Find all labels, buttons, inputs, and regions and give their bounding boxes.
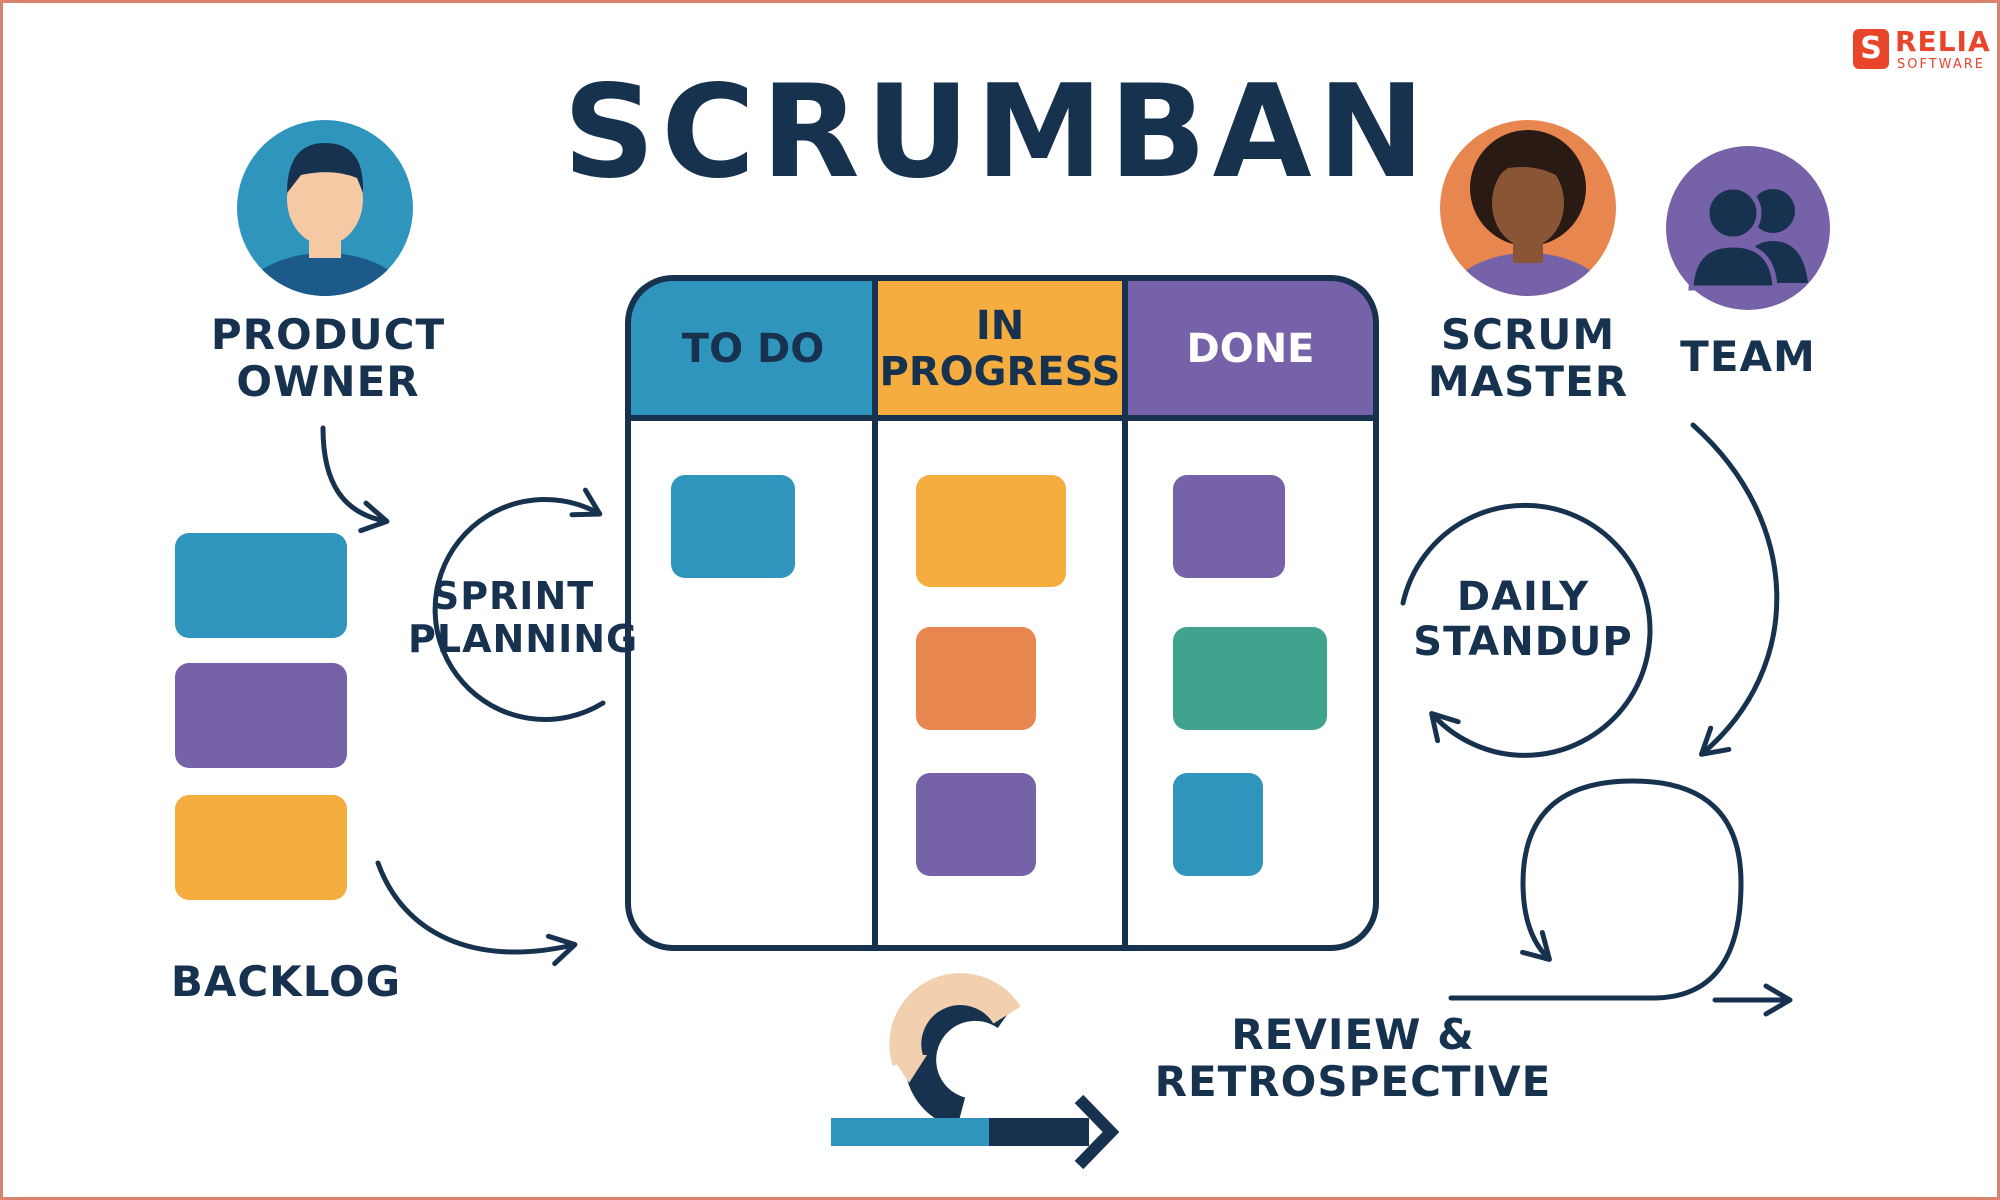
task-card bbox=[1173, 627, 1327, 730]
diagram-title: SCRUMBAN bbox=[563, 58, 1431, 207]
team-label: TEAM bbox=[1680, 332, 1816, 381]
logo-name: RELIA bbox=[1895, 25, 1991, 58]
cycle-arrow-icon bbox=[831, 973, 1120, 1170]
po-to-planning-arrow bbox=[320, 425, 390, 534]
backlog-to-board-arrow bbox=[375, 860, 578, 967]
column-header-in-progress: IN PROGRESS bbox=[878, 283, 1122, 415]
task-card bbox=[916, 627, 1036, 730]
team-group-icon bbox=[1666, 146, 1830, 310]
daily-standup-cycle bbox=[1400, 502, 1653, 758]
column-label-done: DONE bbox=[1186, 326, 1315, 372]
diagram-artwork bbox=[237, 120, 1830, 1170]
column-label-in-progress: IN PROGRESS bbox=[879, 303, 1121, 395]
kanban-board bbox=[625, 275, 1379, 951]
backlog-card bbox=[175, 795, 347, 900]
relia-software-logo: S RELIA SOFTWARE bbox=[1853, 25, 1990, 75]
review-loop-arrow bbox=[1448, 778, 1793, 1017]
logo-subtitle: SOFTWARE bbox=[1897, 57, 1985, 72]
column-header-todo: TO DO bbox=[633, 283, 873, 415]
team-to-review-arrow bbox=[1690, 422, 1780, 757]
task-card bbox=[916, 475, 1066, 587]
column-header-done: DONE bbox=[1128, 283, 1373, 415]
task-card bbox=[1173, 773, 1263, 876]
review-retrospective-label: REVIEW & RETROSPECTIVE bbox=[1154, 1010, 1552, 1107]
relia-logo-mark-icon: S bbox=[1853, 29, 1889, 69]
sprint-planning-cycle bbox=[432, 487, 606, 722]
daily-standup-label: DAILY STANDUP bbox=[1413, 574, 1633, 665]
sprint-planning-label: SPRINT PLANNING bbox=[408, 574, 639, 661]
scrum-master-label: SCRUM MASTER bbox=[1427, 310, 1629, 407]
task-card bbox=[671, 475, 795, 578]
backlog-card bbox=[175, 663, 347, 768]
column-label-todo: TO DO bbox=[681, 326, 825, 372]
task-card bbox=[1173, 475, 1285, 578]
scrum-master-avatar-icon bbox=[1440, 120, 1616, 296]
backlog-label: BACKLOG bbox=[170, 957, 402, 1006]
task-card bbox=[916, 773, 1036, 876]
product-owner-label: PRODUCT OWNER bbox=[210, 310, 446, 407]
backlog-card bbox=[175, 533, 347, 638]
